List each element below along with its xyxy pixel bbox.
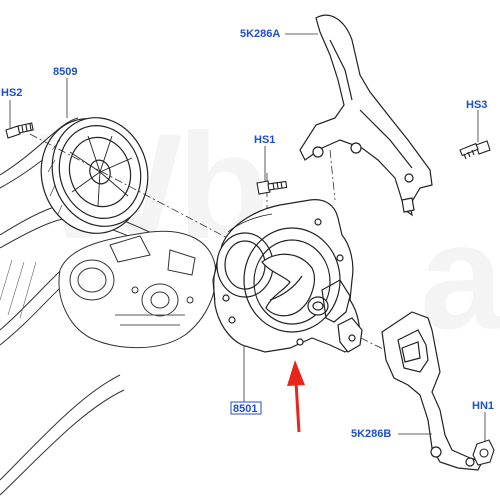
water-pump-8501	[212, 199, 363, 353]
callout-5k286a: 5K286A	[240, 28, 281, 40]
engine-housing	[58, 230, 217, 349]
nut-hn1	[472, 439, 495, 466]
callout-5k286b: 5K286B	[351, 428, 392, 440]
bracket-5k286a	[299, 14, 433, 217]
callout-hn1: HN1	[472, 400, 495, 412]
callout-hs3: HS3	[466, 99, 488, 111]
bolt-hs2	[5, 122, 34, 139]
part-highlight-box	[230, 401, 262, 415]
callout-leaders	[9, 33, 486, 442]
watermark-right: a	[420, 190, 500, 363]
bracket-5k286b	[381, 311, 483, 471]
callout-8501: 8501	[233, 403, 258, 415]
callout-hs2: HS2	[1, 87, 23, 99]
bolt-hs1	[256, 180, 288, 195]
callout-8509: 8509	[53, 66, 78, 78]
pulley-8509	[40, 117, 149, 234]
red-arrow	[287, 360, 305, 433]
bolt-hs3	[459, 140, 491, 160]
callout-hs1: HS1	[254, 134, 276, 146]
